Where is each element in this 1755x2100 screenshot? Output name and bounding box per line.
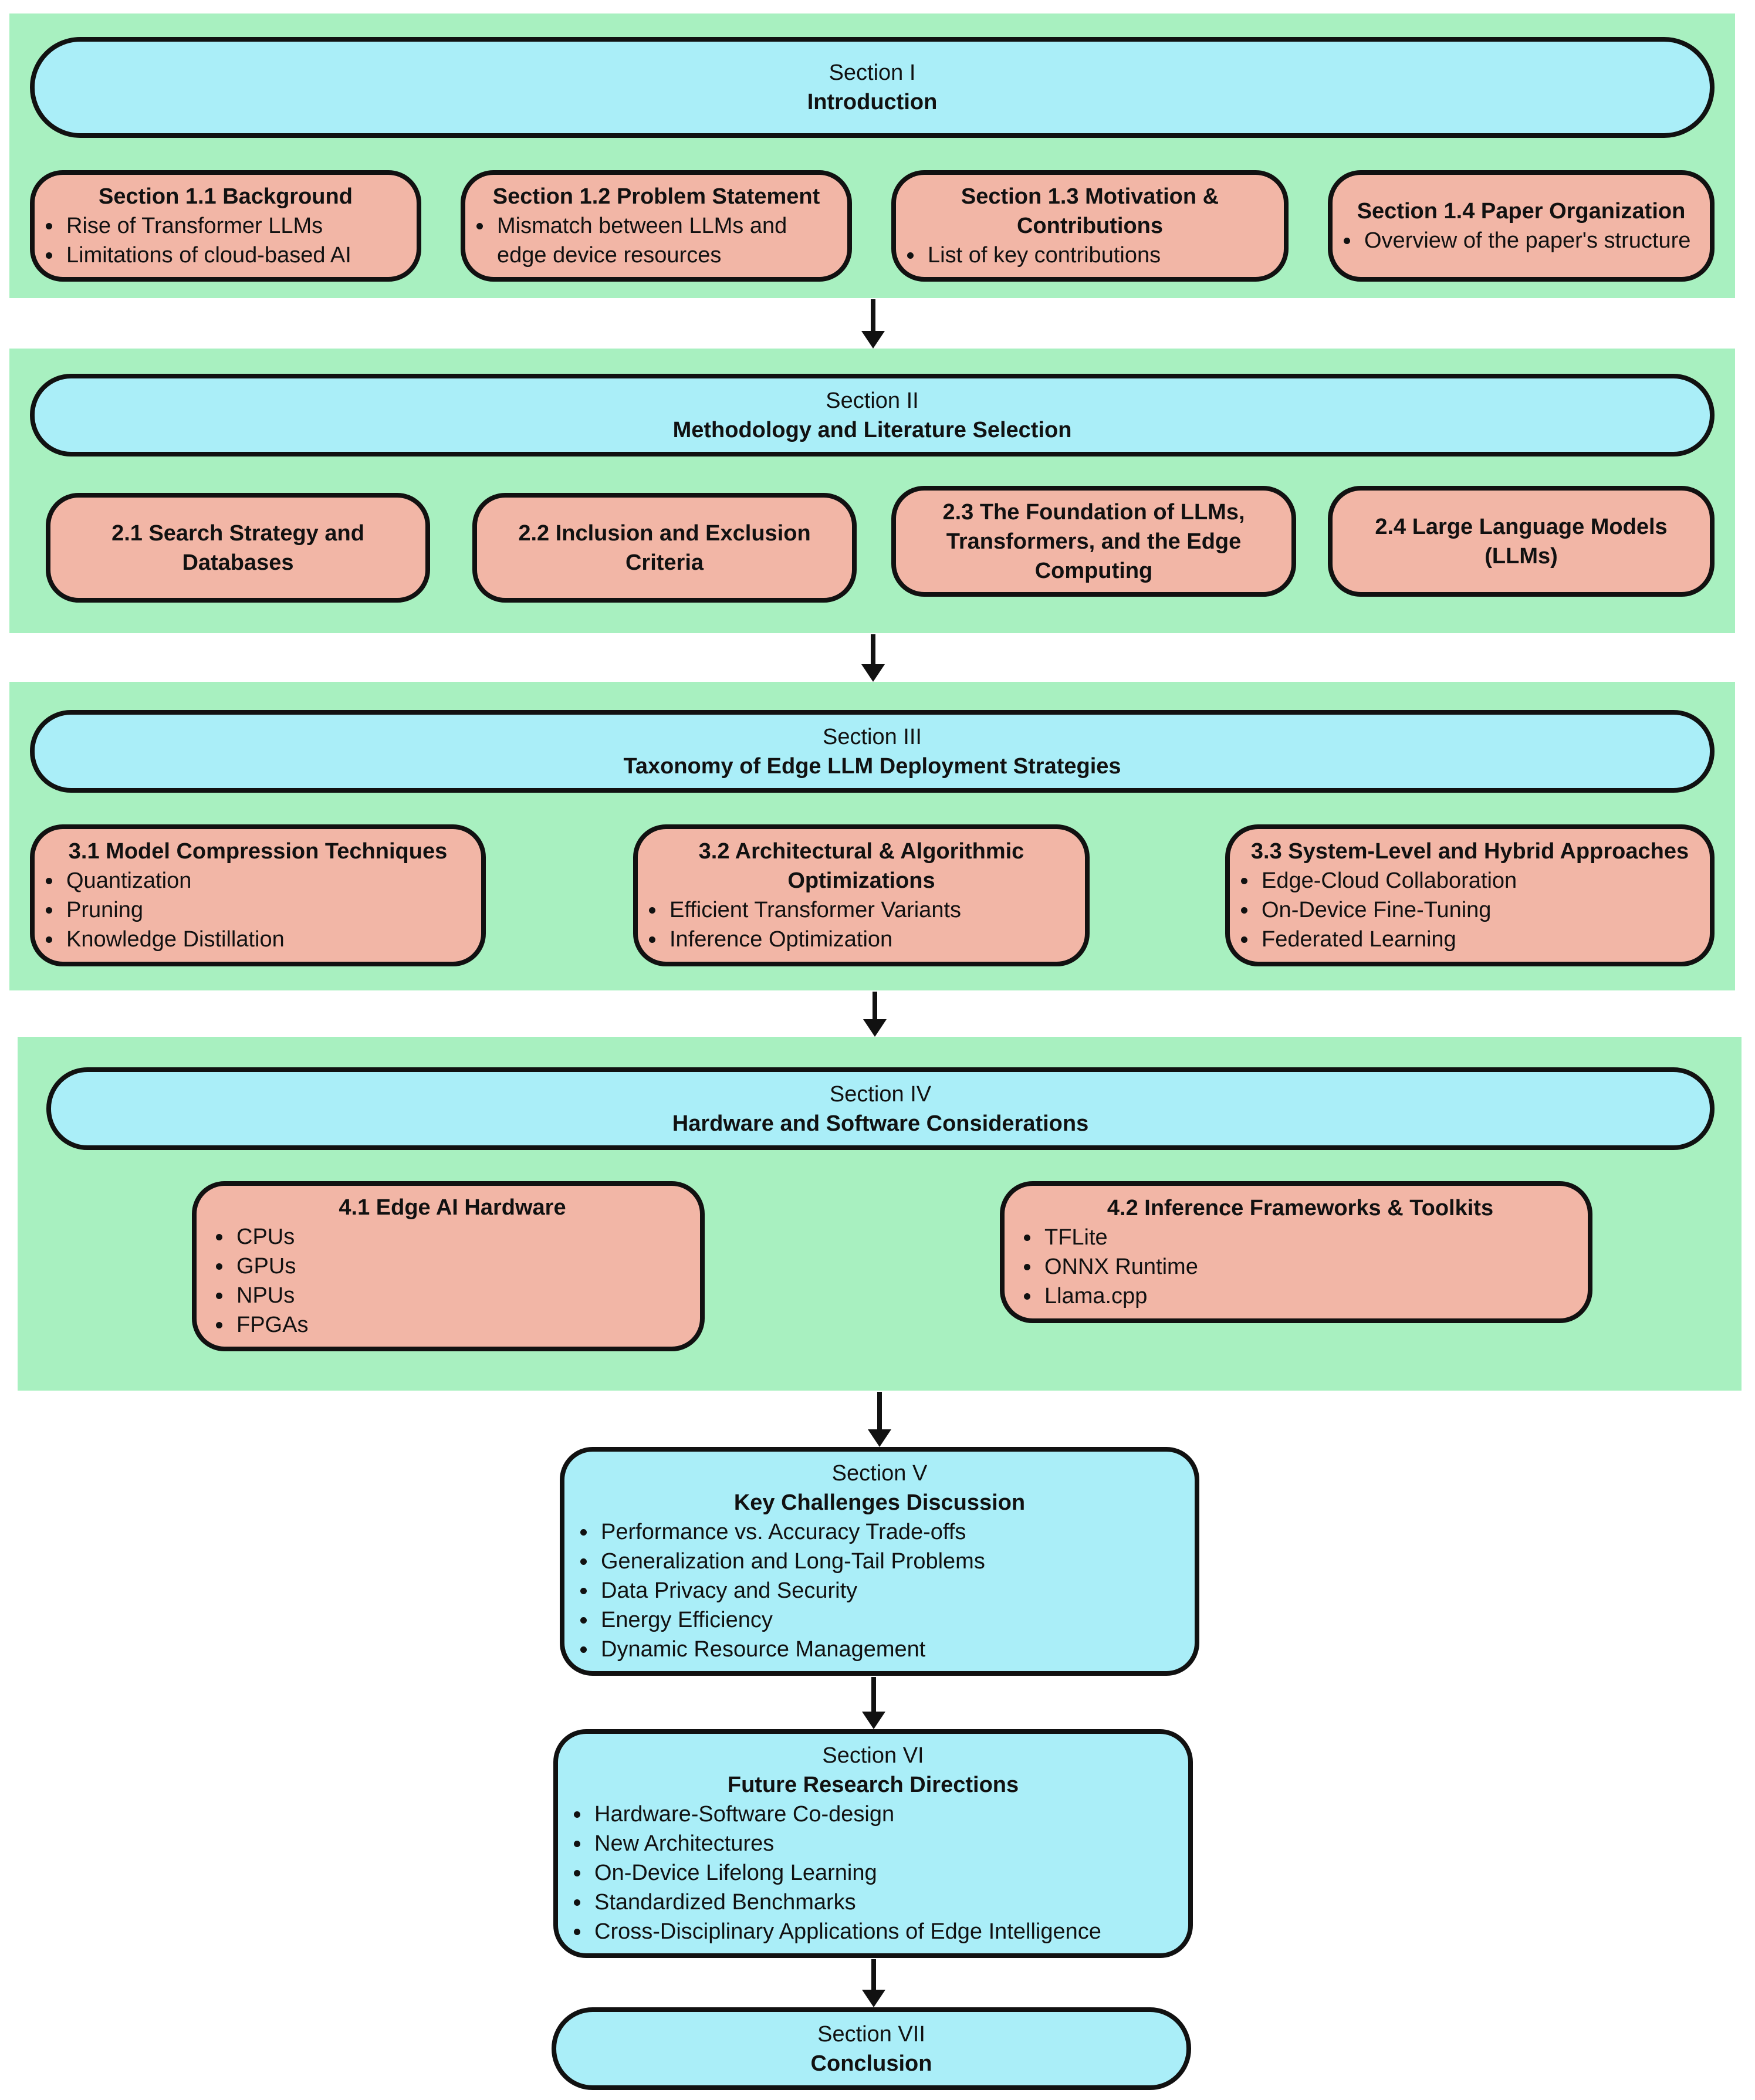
list-item: Overview of the paper's structure (1361, 226, 1695, 255)
subsection-title: 2.4 Large Language Models (LLMs) (1375, 514, 1668, 569)
section-title: Key Challenges Discussion (733, 1490, 1026, 1515)
section-title: Methodology and Literature Selection (672, 417, 1072, 442)
list-item: Rise of Transformer LLMs (63, 211, 401, 241)
arrow-down-icon (863, 992, 887, 1037)
section-label: Section IV (829, 1081, 932, 1107)
subsection-3-2: 3.2 Architectural & Algorithmic Optimiza… (633, 824, 1090, 966)
list-item: CPUs (233, 1222, 685, 1252)
list-item: Energy Efficiency (597, 1605, 1175, 1635)
section-1-header: Section I Introduction (30, 37, 1715, 138)
subsection-1-2: Section 1.2 Problem Statement Mismatch b… (461, 170, 852, 282)
section-3-header: Section III Taxonomy of Edge LLM Deploym… (30, 710, 1715, 793)
list-item: FPGAs (233, 1310, 685, 1340)
section-6-box: Section VI Future Research Directions Ha… (553, 1729, 1193, 1958)
subsection-1-3: Section 1.3 Motivation & Contributions L… (891, 170, 1289, 282)
arrow-down-icon (861, 299, 885, 349)
list-item: Limitations of cloud-based AI (63, 241, 401, 270)
subsection-4-2: 4.2 Inference Frameworks & Toolkits TFLi… (1000, 1181, 1592, 1323)
list-item: Knowledge Distillation (63, 925, 466, 954)
subsection-title: 2.1 Search Strategy and Databases (111, 520, 364, 575)
list-item: GPUs (233, 1252, 685, 1281)
list-item: Efficient Transformer Variants (666, 895, 1070, 925)
list-item: ONNX Runtime (1041, 1252, 1573, 1281)
section-label: Section V (831, 1461, 928, 1486)
subsection-3-3: 3.3 System-Level and Hybrid Approaches E… (1225, 824, 1715, 966)
list-item: Federated Learning (1258, 925, 1695, 954)
subsection-title: Section 1.3 Motivation & Contributions (961, 184, 1219, 238)
section-4-header: Section IV Hardware and Software Conside… (46, 1067, 1715, 1150)
section-label: Section II (826, 388, 919, 413)
subsection-1-1: Section 1.1 Background Rise of Transform… (30, 170, 421, 282)
list-item: On-Device Lifelong Learning (591, 1858, 1168, 1888)
list-item: Cross-Disciplinary Applications of Edge … (591, 1917, 1168, 1946)
list-item: Pruning (63, 895, 466, 925)
arrow-down-icon (862, 1959, 885, 2007)
list-item: Standardized Benchmarks (591, 1888, 1168, 1917)
subsection-2-3: 2.3 The Foundation of LLMs, Transformers… (891, 486, 1296, 597)
list-item: Quantization (63, 866, 466, 895)
subsection-title: Section 1.2 Problem Statement (492, 184, 820, 209)
list-item: Inference Optimization (666, 925, 1070, 954)
section-5-box: Section V Key Challenges Discussion Perf… (560, 1447, 1199, 1676)
section-2-header: Section II Methodology and Literature Se… (30, 374, 1715, 456)
list-item: List of key contributions (924, 241, 1269, 270)
subsection-1-4: Section 1.4 Paper Organization Overview … (1328, 170, 1715, 282)
subsection-title: Section 1.1 Background (99, 184, 353, 209)
subsection-2-1: 2.1 Search Strategy and Databases (46, 493, 430, 603)
subsection-title: 2.2 Inclusion and Exclusion Criteria (518, 520, 811, 575)
subsection-title: 4.2 Inference Frameworks & Toolkits (1107, 1196, 1494, 1220)
subsection-2-2: 2.2 Inclusion and Exclusion Criteria (472, 493, 857, 603)
subsection-title: 3.2 Architectural & Algorithmic Optimiza… (698, 839, 1024, 893)
list-item: NPUs (233, 1281, 685, 1310)
section-title: Hardware and Software Considerations (672, 1111, 1089, 1136)
list-item: Data Privacy and Security (597, 1576, 1175, 1605)
list-item: New Architectures (591, 1829, 1168, 1858)
section-label: Section I (829, 60, 916, 85)
subsection-2-4: 2.4 Large Language Models (LLMs) (1328, 486, 1715, 597)
list-item: Llama.cpp (1041, 1281, 1573, 1311)
subsection-title: 4.1 Edge AI Hardware (339, 1195, 566, 1220)
section-label: Section VII (817, 2021, 925, 2047)
arrow-down-icon (868, 1392, 891, 1447)
list-item: On-Device Fine-Tuning (1258, 895, 1695, 925)
arrow-down-icon (862, 1677, 885, 1729)
list-item: Hardware-Software Co-design (591, 1800, 1168, 1829)
section-7-box: Section VII Conclusion (552, 2007, 1191, 2090)
section-title: Conclusion (810, 2051, 932, 2076)
section-label: Section VI (822, 1743, 924, 1768)
subsection-3-1: 3.1 Model Compression Techniques Quantiz… (30, 824, 486, 966)
list-item: TFLite (1041, 1223, 1573, 1252)
subsection-title: Section 1.4 Paper Organization (1357, 199, 1686, 224)
list-item: Performance vs. Accuracy Trade-offs (597, 1517, 1175, 1547)
subsection-title: 3.3 System-Level and Hybrid Approaches (1250, 839, 1689, 864)
section-label: Section III (823, 724, 922, 749)
subsection-title: 2.3 The Foundation of LLMs, Transformers… (942, 499, 1245, 583)
subsection-4-1: 4.1 Edge AI Hardware CPUs GPUs NPUs FPGA… (192, 1181, 705, 1351)
section-title: Introduction (807, 90, 938, 114)
list-item: Generalization and Long-Tail Problems (597, 1547, 1175, 1576)
arrow-down-icon (861, 634, 885, 682)
list-item: Dynamic Resource Management (597, 1635, 1175, 1664)
section-title: Future Research Directions (727, 1773, 1019, 1797)
section-title: Taxonomy of Edge LLM Deployment Strategi… (623, 753, 1121, 779)
list-item: Mismatch between LLMs and edge device re… (493, 211, 832, 270)
subsection-title: 3.1 Model Compression Techniques (68, 839, 448, 864)
list-item: Edge-Cloud Collaboration (1258, 866, 1695, 895)
